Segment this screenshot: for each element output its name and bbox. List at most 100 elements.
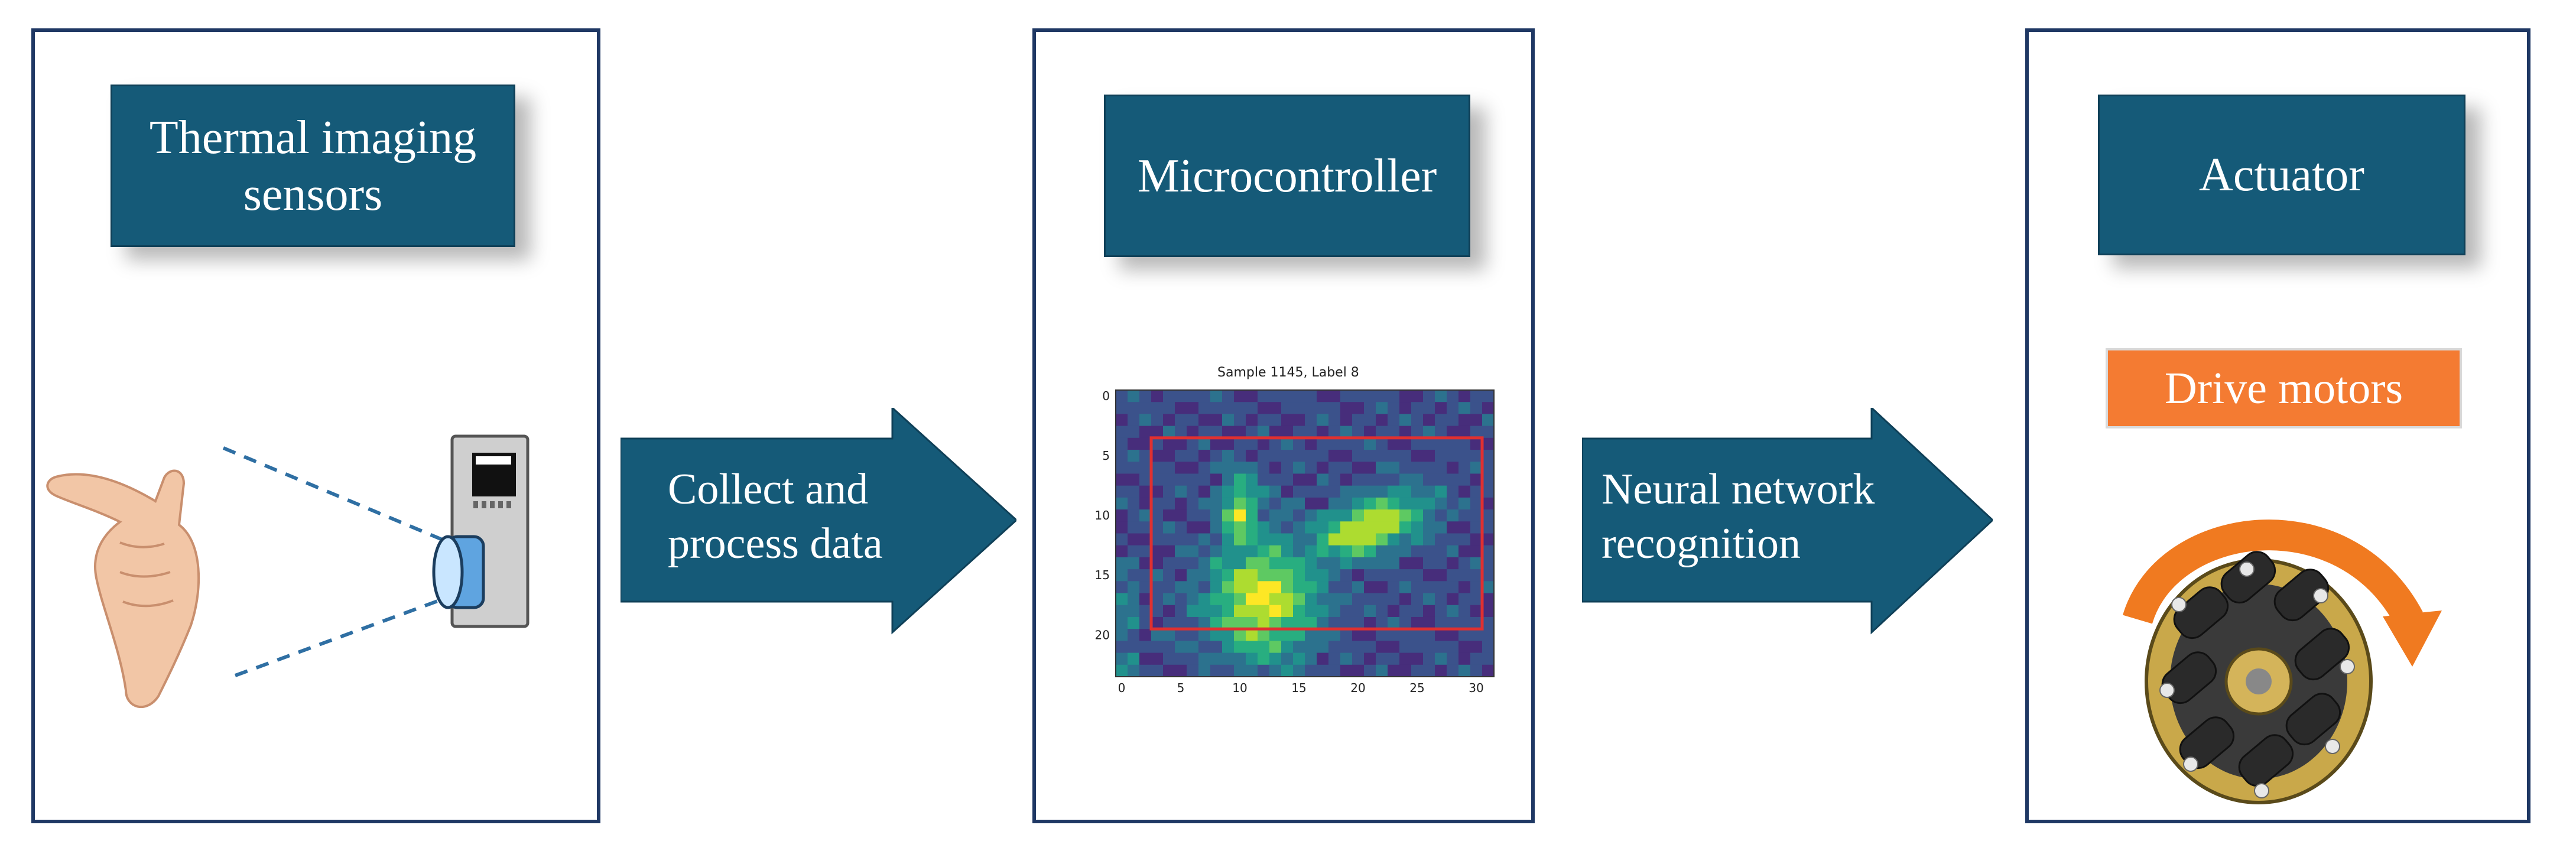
heatmap-cell xyxy=(1222,497,1235,510)
heatmap-cell xyxy=(1281,605,1294,618)
heatmap-cell xyxy=(1435,533,1447,546)
heatmap-cell xyxy=(1340,509,1353,522)
heatmap-cell xyxy=(1423,533,1435,546)
heatmap-cell xyxy=(1376,557,1388,570)
heatmap-cell xyxy=(1482,402,1495,414)
heatmap-cell xyxy=(1187,497,1199,510)
heatmap-cell xyxy=(1423,581,1435,594)
heatmap-cell xyxy=(1376,664,1388,677)
heatmap-cell xyxy=(1411,390,1424,402)
heatmap-cell xyxy=(1305,569,1317,582)
heatmap-cell xyxy=(1128,402,1140,414)
detection-box xyxy=(1149,436,1484,631)
heatmap-cell xyxy=(1376,426,1388,439)
heatmap-cell xyxy=(1352,545,1365,558)
heatmap-cell xyxy=(1376,390,1388,402)
heatmap-cell xyxy=(1482,616,1495,629)
heatmap-cell xyxy=(1340,605,1353,618)
heatmap-cell xyxy=(1175,402,1187,414)
heatmap-frame xyxy=(1115,389,1495,677)
heatmap-cell xyxy=(1305,402,1317,414)
heatmap-cell xyxy=(1246,641,1258,654)
heatmap-cell xyxy=(1281,450,1294,462)
heatmap-cell xyxy=(1482,581,1495,594)
heatmap-cell xyxy=(1187,521,1199,534)
heatmap-cell xyxy=(1116,616,1128,629)
heatmap-cell xyxy=(1116,402,1128,414)
neural-arrow-label: Neural network recognition xyxy=(1602,465,1875,568)
heatmap-cell xyxy=(1364,509,1376,522)
heatmap-cell xyxy=(1458,629,1471,641)
heatmap-cell xyxy=(1447,629,1459,641)
heatmap-cell xyxy=(1399,521,1412,534)
heatmap-cell xyxy=(1187,641,1199,654)
heatmap-cell xyxy=(1447,652,1459,665)
heatmap-cell xyxy=(1482,462,1495,474)
heatmap-cell xyxy=(1151,533,1164,546)
heatmap-cell xyxy=(1482,497,1495,510)
heatmap-cell xyxy=(1352,581,1365,594)
heatmap-cell xyxy=(1151,641,1164,654)
heatmap-cell xyxy=(1340,664,1353,677)
heatmap-cell xyxy=(1198,497,1211,510)
heatmap-cell xyxy=(1435,652,1447,665)
heatmap-cell xyxy=(1364,593,1376,606)
heatmap-cell xyxy=(1411,569,1424,582)
heatmap-cell xyxy=(1435,462,1447,474)
heatmap-cell xyxy=(1305,521,1317,534)
heatmap-cell xyxy=(1470,581,1483,594)
heatmap-cell xyxy=(1447,581,1459,594)
heatmap-cell xyxy=(1376,497,1388,510)
heatmap-cell xyxy=(1234,593,1246,606)
heatmap-cell xyxy=(1234,414,1246,427)
heatmap-cell xyxy=(1317,557,1329,570)
heatmap-cell xyxy=(1128,569,1140,582)
heatmap-cell xyxy=(1458,462,1471,474)
heatmap-cell xyxy=(1163,426,1175,439)
heatmap-cell xyxy=(1447,616,1459,629)
heatmap-cell xyxy=(1482,521,1495,534)
heatmap-cell xyxy=(1246,426,1258,439)
heatmap-cell xyxy=(1234,497,1246,510)
heatmap-cell xyxy=(1128,629,1140,641)
heatmap-cell xyxy=(1340,616,1353,629)
heatmap-cell xyxy=(1352,462,1365,474)
heatmap-cell xyxy=(1258,652,1270,665)
heatmap-cell xyxy=(1435,426,1447,439)
heatmap-cell xyxy=(1317,473,1329,486)
heatmap-cell xyxy=(1269,581,1282,594)
heatmap-cell xyxy=(1269,402,1282,414)
heatmap-cell xyxy=(1364,641,1376,654)
heatmap-cell xyxy=(1116,473,1128,486)
heatmap-cell xyxy=(1222,473,1235,486)
wheel-icon xyxy=(2145,551,2373,804)
heatmap-cell xyxy=(1388,509,1400,522)
heatmap-cell xyxy=(1293,641,1305,654)
heatmap-cell xyxy=(1198,545,1211,558)
heatmap-cell xyxy=(1198,581,1211,594)
heatmap-cell xyxy=(1139,402,1152,414)
heatmap-cell xyxy=(1447,497,1459,510)
heatmap-cell xyxy=(1293,652,1305,665)
heatmap-cell xyxy=(1175,521,1187,534)
heatmap-cell xyxy=(1458,390,1471,402)
heatmap-cell xyxy=(1198,402,1211,414)
heatmap-cell xyxy=(1376,581,1388,594)
heatmap-cell xyxy=(1482,664,1495,677)
heatmap-cell xyxy=(1399,616,1412,629)
heatmap-cell xyxy=(1340,652,1353,665)
heatmap-cell xyxy=(1222,545,1235,558)
heatmap-cell xyxy=(1234,664,1246,677)
heatmap-cell xyxy=(1187,557,1199,570)
heatmap-cell xyxy=(1376,569,1388,582)
heatmap-cell xyxy=(1376,450,1388,462)
heatmap-cell xyxy=(1435,390,1447,402)
heatmap-cell xyxy=(1151,616,1164,629)
heatmap-cell xyxy=(1423,545,1435,558)
heatmap-cell xyxy=(1470,462,1483,474)
heatmap-cell xyxy=(1388,641,1400,654)
heatmap-cell xyxy=(1399,450,1412,462)
heatmap-cell xyxy=(1269,557,1282,570)
heatmap-cell xyxy=(1411,629,1424,641)
heatmap-cell xyxy=(1187,629,1199,641)
